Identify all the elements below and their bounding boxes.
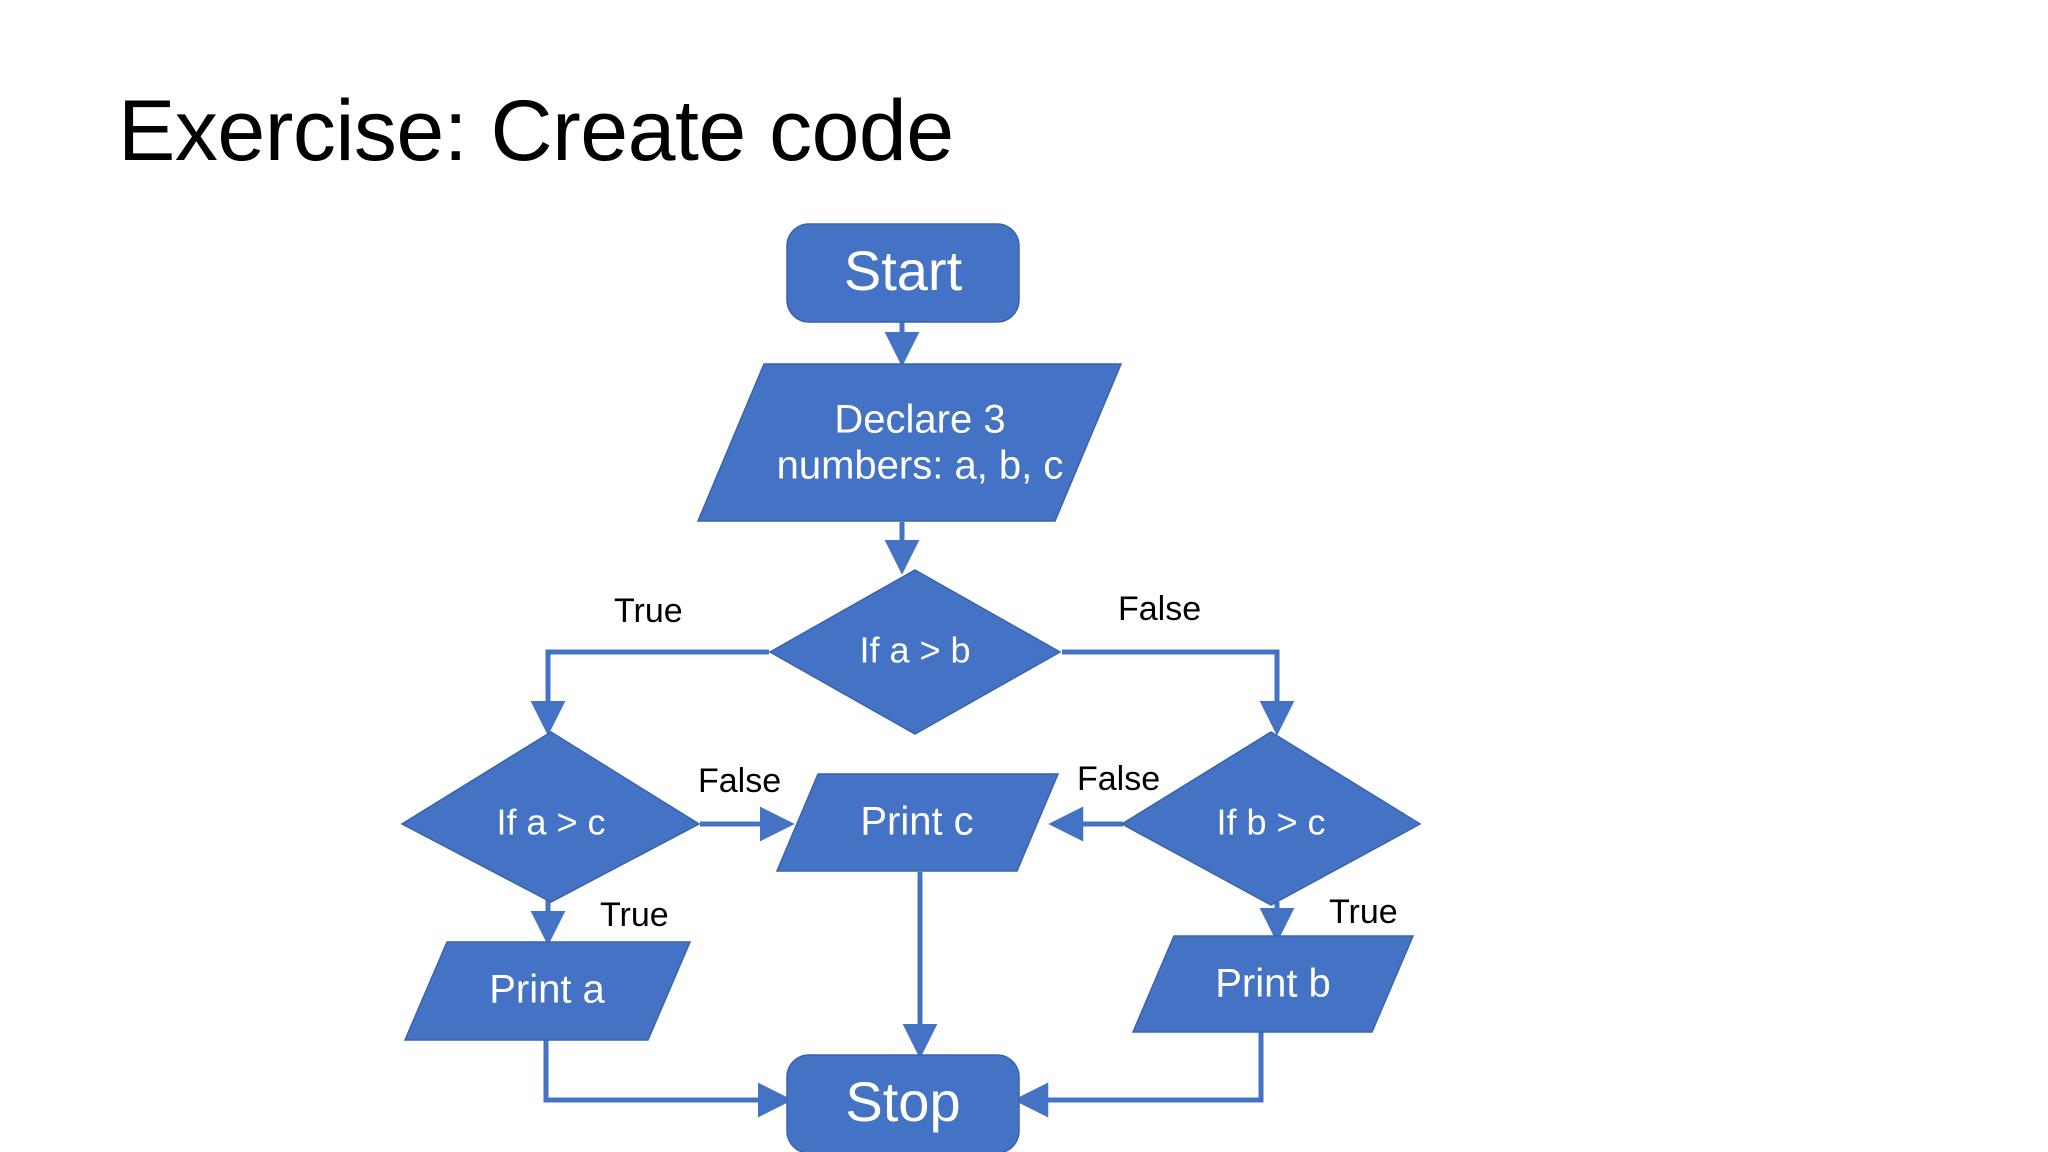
- if-b-gt-c-shape[interactable]: [1120, 731, 1422, 906]
- node-if-b-gt-c[interactable]: If b > c: [1120, 731, 1422, 906]
- node-if-a-gt-c[interactable]: If a > c: [400, 731, 701, 903]
- print-b-shape[interactable]: [1131, 935, 1415, 1033]
- connector-layer: [530, 322, 1295, 1118]
- if-a-gt-b-label: If a > b: [859, 630, 970, 671]
- if-a-gt-b-shape[interactable]: [768, 569, 1062, 735]
- print-b-label: Print b: [1215, 962, 1331, 1006]
- if-b-gt-c-label: If b > c: [1216, 802, 1325, 843]
- node-stop[interactable]: Stop: [786, 1054, 1020, 1152]
- node-if-a-gt-b[interactable]: If a > b: [768, 569, 1062, 735]
- edge-label-layer: True False False False True True: [600, 590, 1398, 934]
- start-shape[interactable]: [786, 223, 1020, 323]
- node-print-b[interactable]: Print b: [1131, 935, 1415, 1033]
- declare-label-line2: numbers: a, b, c: [777, 444, 1064, 488]
- connector-print-b-to-stop: [1013, 1032, 1264, 1118]
- start-label: Start: [844, 239, 963, 302]
- if-a-gt-c-label: If a > c: [496, 802, 605, 843]
- edge-label-if-b-gt-c-true: True: [1329, 893, 1398, 931]
- print-c-label: Print c: [860, 800, 973, 844]
- if-a-gt-c-shape[interactable]: [400, 731, 701, 903]
- connector-if-a-gt-b-false-to-if-b-gt-c: [1062, 649, 1295, 736]
- edge-label-if-b-gt-c-false: False: [1077, 760, 1160, 798]
- declare-shape[interactable]: [696, 363, 1123, 522]
- stop-shape[interactable]: [786, 1054, 1020, 1152]
- page-title: Exercise: Create code: [118, 83, 954, 179]
- edge-label-if-a-gt-b-true: True: [614, 592, 683, 630]
- stop-label: Stop: [845, 1070, 960, 1133]
- edge-label-if-a-gt-c-true: True: [600, 896, 669, 934]
- connector-print-a-to-stop: [543, 1040, 793, 1118]
- node-print-a[interactable]: Print a: [403, 941, 692, 1041]
- print-c-shape[interactable]: [775, 773, 1060, 872]
- connector-if-a-gt-b-true-to-if-a-gt-c: [530, 649, 769, 736]
- edge-label-if-a-gt-b-false: False: [1118, 590, 1201, 628]
- print-a-label: Print a: [489, 968, 605, 1012]
- declare-label-line1: Declare 3: [834, 398, 1005, 442]
- node-start[interactable]: Start: [786, 223, 1020, 323]
- node-print-c[interactable]: Print c: [775, 773, 1060, 872]
- print-a-shape[interactable]: [403, 941, 692, 1041]
- node-declare[interactable]: Declare 3 numbers: a, b, c: [696, 363, 1123, 522]
- edge-label-if-a-gt-c-false: False: [698, 762, 781, 800]
